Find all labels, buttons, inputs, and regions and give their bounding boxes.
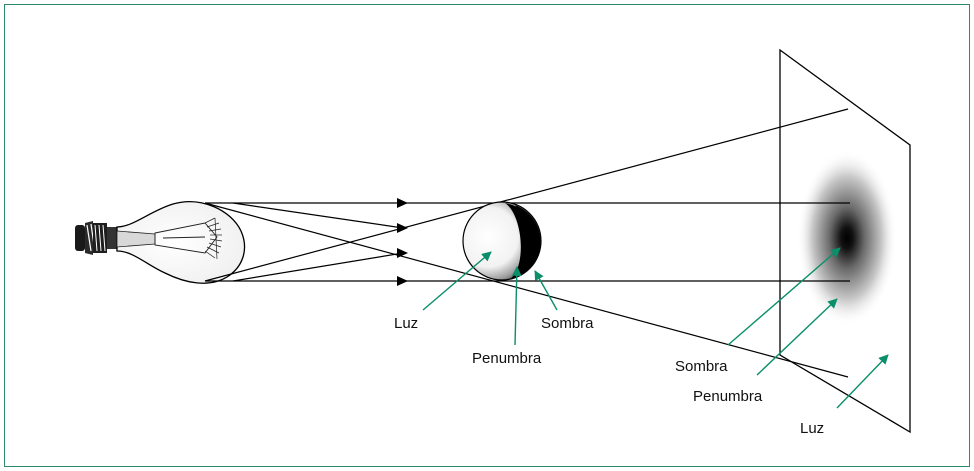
- diagram-frame: Luz Sombra Penumbra Sombra Penumbra Luz: [4, 4, 970, 467]
- callout-sphere-shadow: [534, 270, 558, 311]
- callout-screen-light: [836, 354, 889, 409]
- ray-cross-down: [204, 202, 849, 378]
- callout-screen-penumbra: [756, 298, 838, 376]
- sphere: [462, 201, 542, 281]
- label-screen-light: Luz: [800, 420, 824, 437]
- light-shadow-diagram: Luz Sombra Penumbra Sombra Penumbra Luz: [75, 48, 911, 437]
- label-sphere-shadow: Sombra: [541, 315, 594, 332]
- callout-sphere-penumbra: [511, 266, 522, 346]
- label-sphere-penumbra: Penumbra: [472, 350, 542, 367]
- ray-bulb-left-lower: [232, 252, 404, 282]
- label-screen-shadow: Sombra: [675, 358, 728, 375]
- light-rays: [204, 108, 850, 378]
- callout-arrows: [422, 247, 889, 409]
- label-screen-penumbra: Penumbra: [693, 388, 763, 405]
- projection-screen: [779, 48, 911, 434]
- callout-sphere-light: [422, 251, 492, 311]
- ray-cross-up: [204, 108, 849, 282]
- ray-bulb-left-upper: [232, 202, 404, 229]
- callout-screen-shadow: [727, 247, 841, 346]
- light-bulb-icon: [75, 201, 246, 284]
- ray-direction-arrows: [397, 198, 408, 286]
- label-sphere-light: Luz: [394, 315, 418, 332]
- screen-shadow-spot: [797, 150, 897, 326]
